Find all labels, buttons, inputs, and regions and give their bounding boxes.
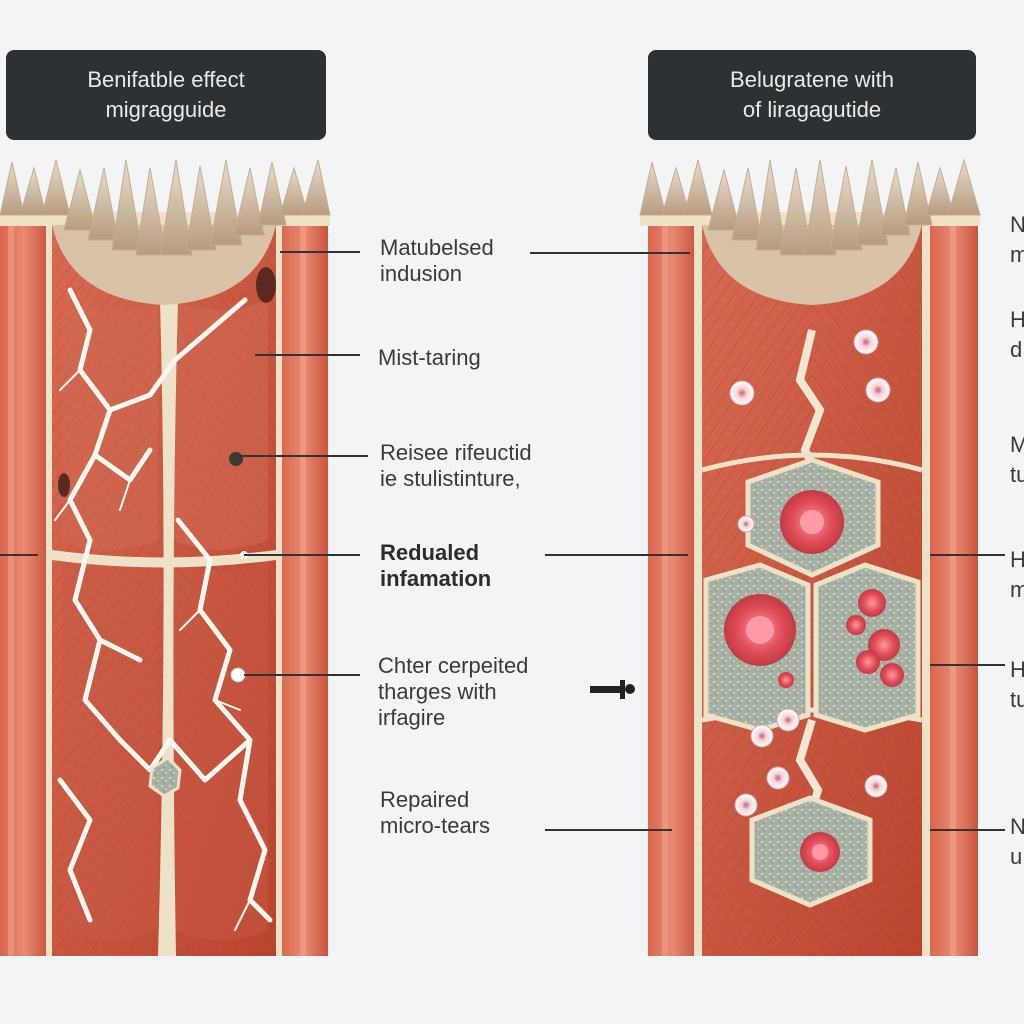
- left-tendon-spikes: [0, 159, 331, 256]
- right-edge-label-2: H d: [1010, 305, 1024, 365]
- label-repaired-micro-tears: Repaired micro-tears: [380, 787, 490, 839]
- right-title-box: Belugratene with of liragagutide: [648, 50, 976, 140]
- label-line: infamation: [380, 566, 492, 591]
- label-line: Matubelsed: [380, 235, 494, 260]
- left-central-nucleus: [148, 756, 182, 798]
- right-edge-label-1: N m: [1010, 210, 1024, 270]
- label-line: Redualed: [380, 540, 480, 565]
- label-line: tharges with: [378, 679, 497, 704]
- label-line: tu: [1010, 687, 1024, 712]
- right-tendon-spikes: [639, 158, 981, 256]
- label-matubelsed-indusion: Matubelsed indusion: [380, 235, 494, 287]
- satellite-nuclei: [729, 329, 891, 817]
- label-line: tu: [1010, 462, 1024, 487]
- left-marker-dot: [229, 452, 243, 466]
- label-line: micro-tears: [380, 813, 491, 838]
- right-edge-label-3: M tu: [1010, 430, 1024, 490]
- label-line: Reisee rifeuctid: [380, 440, 532, 465]
- label-line: Chter cerpeited: [378, 653, 529, 678]
- label-line: ie stulistinture,: [380, 466, 521, 491]
- label-line: irfagire: [378, 705, 446, 730]
- label-line: d: [1010, 337, 1023, 362]
- left-outer-fiber: [0, 222, 48, 956]
- label-line: H: [1010, 547, 1024, 572]
- label-line: H: [1010, 657, 1024, 682]
- right-outer-fiber: [648, 222, 696, 956]
- label-line: N: [1010, 212, 1024, 237]
- left-tissue-section: [0, 159, 331, 956]
- right-tissue-section: [639, 158, 981, 956]
- label-line: m: [1010, 242, 1024, 267]
- label-mist-taring: Mist-taring: [378, 345, 481, 371]
- label-line: H: [1010, 307, 1024, 332]
- right-edge-label-4: H m: [1010, 545, 1024, 605]
- right-title-line-2: of liragagutide: [742, 97, 882, 122]
- label-line: u: [1010, 844, 1023, 869]
- right-title-line-1: Belugratene with: [730, 67, 894, 92]
- label-line: indusion: [380, 261, 462, 286]
- left-title-line-1: Benifatble effect: [87, 67, 245, 92]
- left-title-line-2: migragguide: [105, 97, 227, 122]
- label-line: Mist-taring: [378, 345, 481, 370]
- label-line: M: [1010, 432, 1024, 457]
- right-edge-label-5: H tu: [1010, 655, 1024, 715]
- arrow-right-icon: [590, 680, 635, 699]
- label-line: m: [1010, 577, 1024, 602]
- label-line: Repaired: [380, 787, 470, 812]
- label-redualed-infamation: Redualed infamation: [380, 540, 491, 592]
- label-chter-cerpeited: Chter cerpeited tharges with irfagire: [378, 653, 528, 731]
- left-title-box: Benifatble effect migragguide: [6, 50, 326, 140]
- leader-lines: [0, 251, 1005, 831]
- right-edge-label-6: N u: [1010, 812, 1024, 872]
- inflammation-cells: [724, 490, 904, 872]
- label-reisee-rifeuctid: Reisee rifeuctid ie stulistinture,: [380, 440, 532, 492]
- label-line: N: [1010, 814, 1024, 839]
